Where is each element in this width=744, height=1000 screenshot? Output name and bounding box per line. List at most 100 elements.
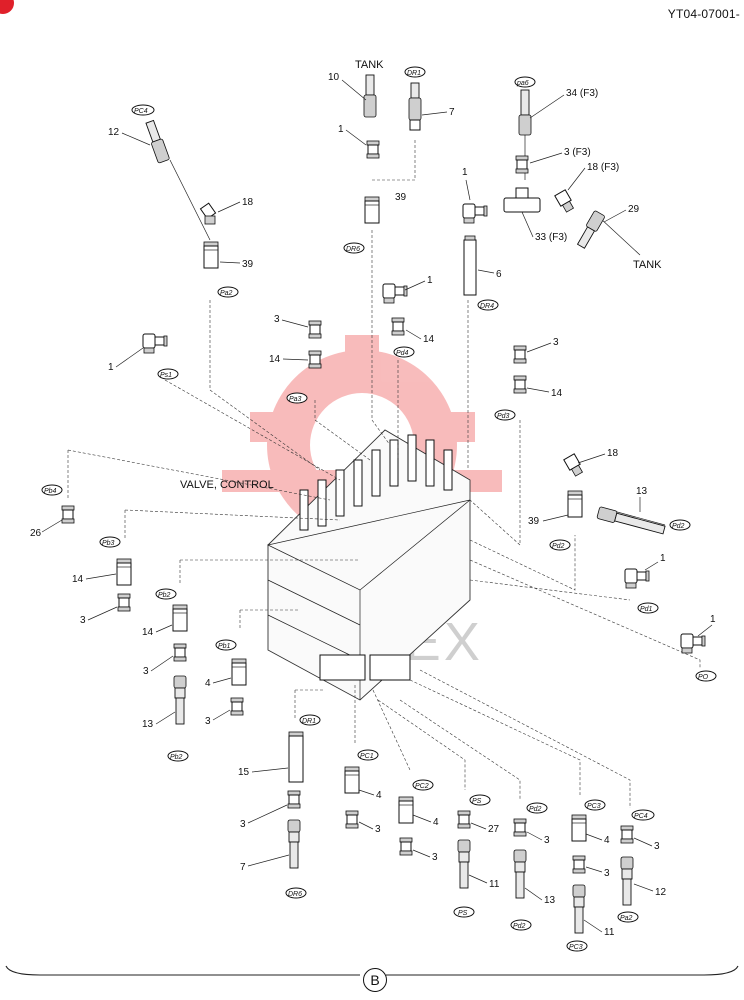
fitting-item-3-pb1 — [230, 697, 244, 716]
callout-1-dr4: 1 — [462, 167, 468, 178]
callout-3-pb1: 3 — [205, 716, 211, 727]
fitting-item-3-f3 — [515, 155, 529, 174]
elbow-item-1-pd4 — [382, 283, 408, 304]
callout-1-ps1: 1 — [108, 362, 114, 373]
callout-12-pc4: 12 — [655, 887, 667, 898]
tag-pb2-bottom: Pb2 — [170, 754, 183, 761]
spacer-item-14-pb3 — [116, 558, 132, 586]
port-tag-dr4 — [477, 299, 499, 311]
port-tag-pc1 — [357, 749, 379, 761]
callout-3-pb2: 3 — [143, 666, 149, 677]
callout-10: 10 — [328, 72, 340, 83]
fitting-item-14-pd3 — [513, 375, 527, 394]
callout-14-pb2: 14 — [142, 627, 154, 638]
fitting-item-3-pc4 — [620, 825, 634, 844]
spacer-item-39-pd2 — [567, 490, 583, 518]
callout-1-pd1: 1 — [660, 553, 666, 564]
tag-pb4: Pb4 — [44, 488, 57, 495]
spacer-item-39-top — [364, 196, 380, 224]
tag-pd2-b: Pd2 — [672, 523, 685, 530]
tag-pa3: Pa3 — [289, 396, 302, 403]
port-tag-po — [695, 670, 717, 682]
port-tag-ps-bottom — [453, 906, 475, 918]
elbow-item-18-left — [199, 202, 217, 225]
tag-pb1: Pb1 — [218, 643, 231, 650]
port-tag-pd2-d — [510, 919, 532, 931]
callout-3-pc2: 3 — [432, 852, 438, 863]
callout-3-dr1: 3 — [240, 819, 246, 830]
hose-item-7-bottom — [287, 819, 301, 869]
spacer-item-39-left — [203, 241, 219, 269]
fitting-item-3-pd3 — [513, 345, 527, 364]
callout-18-left: 18 — [242, 197, 254, 208]
hose-item-13-pd2-bottom — [513, 849, 527, 899]
port-tag-pd1 — [637, 602, 659, 614]
port-tag-pd4 — [393, 346, 415, 358]
port-tag-dr6-bottom — [285, 887, 307, 899]
fitting-item-1-top — [366, 140, 380, 159]
callout-18-f3: 18 (F3) — [587, 162, 619, 173]
port-tag-pd2-b — [669, 519, 691, 531]
callout-13-pd2: 13 — [636, 486, 648, 497]
tag-dr1-bottom: DR1 — [302, 718, 316, 725]
fitting-item-3-pc2 — [399, 837, 413, 856]
callout-29: 29 — [628, 204, 640, 215]
callout-3-f3: 3 (F3) — [564, 147, 591, 158]
port-tag-dr1-bottom — [299, 714, 321, 726]
callout-1-top: 1 — [338, 124, 344, 135]
callout-3-pd3: 3 — [553, 337, 559, 348]
callout-14-pd3: 14 — [551, 388, 563, 399]
tag-pd4: Pd4 — [396, 350, 409, 357]
port-tag-pa2-top — [217, 286, 239, 298]
callout-27: 27 — [488, 824, 500, 835]
callout-14-pb3: 14 — [72, 574, 84, 585]
fitting-item-3-dr1 — [287, 790, 301, 809]
tag-pb2-top: Pb2 — [158, 592, 171, 599]
callout-15: 15 — [238, 767, 250, 778]
elbow-item-18-pd2 — [563, 453, 584, 477]
port-tag-pb4 — [41, 484, 63, 496]
callout-11-pc3: 11 — [604, 927, 615, 938]
port-tag-dr1-top — [404, 66, 426, 78]
section-bracket — [5, 965, 739, 976]
callout-1-po: 1 — [710, 614, 716, 625]
callout-13-pb2: 13 — [142, 719, 154, 730]
tag-pb3: Pb3 — [102, 540, 115, 547]
callout-3-pc4: 3 — [654, 841, 660, 852]
fitting-item-3-pc1 — [345, 810, 359, 829]
tag-pc3-bottom: PC3 — [569, 944, 583, 951]
port-tag-pc3-top — [584, 799, 606, 811]
callout-26: 26 — [30, 528, 42, 539]
section-letter-badge: B — [363, 968, 387, 992]
tag-po: PO — [698, 674, 709, 681]
callout-39-pd2: 39 — [528, 516, 540, 527]
callout-3-pc3: 3 — [604, 868, 610, 879]
hose-item-7-top — [408, 82, 422, 131]
tag-dr6-bottom: DR6 — [288, 891, 302, 898]
tag-pa6: pa6 — [516, 80, 529, 87]
port-tag-pb2-top — [155, 588, 177, 600]
callout-3-pb3: 3 — [80, 615, 86, 626]
fitting-item-27 — [457, 810, 471, 829]
callout-6: 6 — [496, 269, 502, 280]
port-tag-pc3-bottom — [566, 940, 588, 952]
tank-label-top: TANK — [355, 59, 384, 71]
tag-pa2-top: Pa2 — [220, 290, 233, 297]
spacer-item-4-pb1 — [231, 658, 247, 686]
callout-39-left: 39 — [242, 259, 254, 270]
callout-3-pd2-bottom: 3 — [544, 835, 550, 846]
fitting-item-3-pa3 — [308, 320, 322, 339]
hose-item-34-f3 — [518, 89, 532, 136]
elbow-item-1-ps1 — [142, 333, 168, 354]
tag-pd2-d: Pd2 — [513, 923, 526, 930]
callout-4-pb1: 4 — [205, 678, 211, 689]
tag-pd1: Pd1 — [640, 606, 653, 613]
tag-pc4-top: PC4 — [134, 108, 148, 115]
callout-4-pc3: 4 — [604, 835, 610, 846]
spacer-item-6 — [463, 235, 477, 296]
corner-badge — [0, 0, 14, 14]
tag-pd2-c: Pd2 — [529, 806, 542, 813]
callout-7-bottom: 7 — [240, 862, 246, 873]
callout-11-ps: 11 — [489, 879, 500, 890]
spacer-item-4-pc3 — [571, 814, 587, 842]
